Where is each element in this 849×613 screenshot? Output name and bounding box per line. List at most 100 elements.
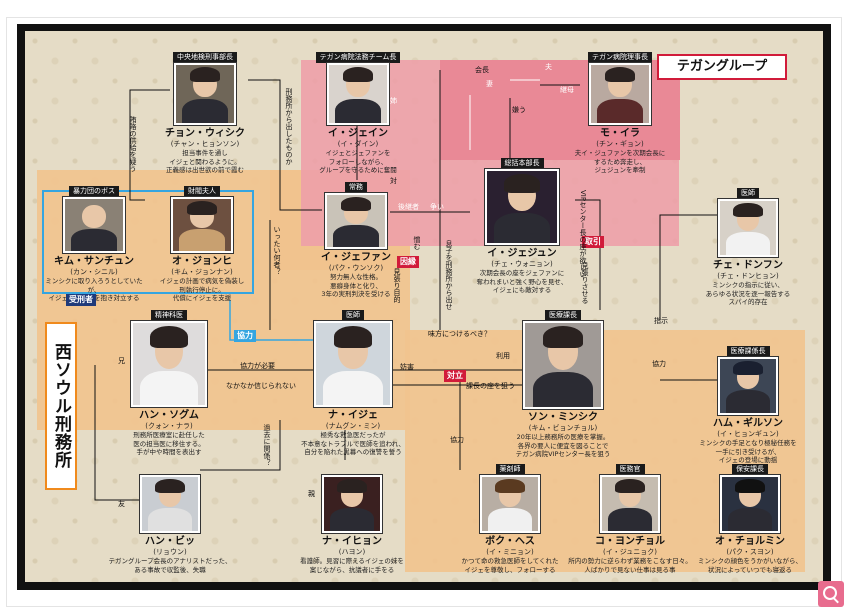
portrait-hanbit [140,475,200,533]
character-name: ボク・ヘス [485,536,535,547]
actor-name: (チン・ギョン) [596,140,644,148]
character-name: チェ・ドンフン [713,260,783,271]
rival-tag: 因縁 [397,256,419,268]
role-badge: 保安課長 [732,464,768,475]
relation-label: 刑務所から出したものか [285,88,293,165]
actor-name: (イ・ダイン) [337,140,379,148]
character-name: イ・ジェファン [321,252,391,263]
character-desc: 次期会長の座をジェファンに 奪われまいと強く野心を見せ、 イジェにも敵対する [476,269,568,294]
character-mora: テガン病院理事長 モ・イラ (チン・ギョン) 夫イ・ジュファンを次期会長に する… [560,44,680,175]
character-desc: 努力無人な性格。 悪癖身体と化り、 3年の実刑判決を受ける [321,273,391,298]
actor-name: (キム・ビョンチョル) [528,424,598,432]
portrait-naije [314,321,392,407]
relation-label: 憎む [413,236,421,250]
actor-name: (クォン・ナラ) [145,422,193,430]
relation-label: 姉 [390,97,397,105]
character-name: コ・ヨンチョル [595,536,665,547]
relation-label: 嫌う [512,106,526,114]
character-name: オ・チョルミン [715,536,785,547]
actor-name: (パク・スヨン) [726,548,774,556]
coop-tag: 協力 [234,330,256,342]
character-bok: 薬剤師 ボク・ヘス (イ・ミニョン) かつて命の救急医師をしてくれた イジェを尊… [448,456,572,574]
portrait-mora [589,63,651,125]
zoom-button[interactable] [818,581,844,607]
character-desc: ミンシクの指示に従い、 あらゆる状況を逐一報告する スパイ的存在 [705,281,791,306]
character-ham: 医療課係長 ハム・ギルソン (イ・ヒョンギュン) ミンシクの手足となり極秘任務を… [698,338,798,465]
role-badge: 医師 [737,188,759,199]
relation-label: 見張りさせる [581,262,589,304]
role-badge: 医師 [342,310,364,321]
character-desc: 夫イ・ジュファンを次期会長に するため奔走し、 ジュジュンを牽制 [574,149,666,174]
portrait-han [131,321,207,407]
role-badge: 医務官 [615,464,645,475]
relation-label: 指示 [654,317,668,325]
role-badge: 精神科医 [151,310,187,321]
actor-name: (チェ・ドンヒョン) [717,272,779,280]
character-ijane: テガン病院法務チーム長 イ・ジェイン (イ・ダイン) イジェとジェファンを フォ… [298,44,418,175]
character-desc: 所内の勢力に逆らわず業務をこなす日々。 人ばかりで見ない仕事は見る事 [568,557,692,574]
portrait-ham [718,357,778,415]
character-name: モ・イラ [600,128,640,139]
character-han: 精神科医 ハン・ソグム (クォン・ナラ) 刑務所医療室に赴任した 医の担当医に移… [110,302,228,457]
role-badge: 薬剤師 [495,464,525,475]
portrait-jaefan [325,193,387,249]
relation-label: 協力が必要 [240,362,275,370]
character-ko: 医務官 コ・ヨンチョル (イ・ジュニョク) 所内の勢力に逆らわず業務をこなす日々… [568,456,692,574]
character-chae: 医師 チェ・ドンフン (チェ・ドンヒョン) ミンシクの指示に従い、 あらゆる状況… [700,180,796,307]
character-desc: 看護師。見習に際えるイジェの妹を 案じながら、抗議者に手をる [300,557,404,574]
character-desc: 刑務所医療室に赴任した 医の担当医に移住する。 手が中や時間を表出す [133,431,205,456]
relation-label: 対 [390,177,397,185]
actor-name: (イ・ミニョン) [486,548,534,556]
link-ijoon-song [575,199,601,310]
relation-label: VIPセンター長の座が欲しい [579,190,587,279]
relation-label: 利用 [496,352,510,360]
character-name: ハン・ビッ [145,536,195,547]
character-hanbit: . ハン・ビッ (リョウン) テガングループ会長のアナリストだった、 ある事故で… [108,456,232,574]
relation-label: 味方につけるべき？ [428,330,491,338]
character-ijoon: 総括本部長 イ・ジェジュン (チェ・ウォニョン) 次期会長の座をジェファンに 奪… [460,150,584,295]
magnifier-icon [823,586,837,600]
relation-label: 課長の座を狙う [466,382,515,390]
relation-label: 会長 [475,66,489,74]
character-desc: 20年以上務務所の医療を掌握。 各界の要人に便宜を図ることで テガン病院VIPセ… [515,433,611,458]
character-desc: イジェとジェファンを フォローしながら、 グループを守るために奮闘 [319,149,397,174]
role-badge: 医療課長 [545,310,581,321]
relation-label: なかなか信じられない [226,382,296,390]
actor-name: (チェ・ウォニョン) [491,260,553,268]
role-badge: 中央地検刑事部長 [173,52,237,63]
actor-name: (イ・ヒョンギュン) [717,430,779,438]
character-desc: ミンシクの手足となり極秘任務を 一手に引き受けるが、 イジェの登場に動揺 [699,439,797,464]
character-desc: テガングループ会長のアナリストだった、 ある事故で収監後、失職 [108,557,232,574]
link-chung-jaefan [248,79,322,211]
inmate-group-box [42,190,254,294]
character-name: ナ・イジェ [328,410,378,421]
role-badge: 常務 [345,182,367,193]
portrait-chae [718,199,778,257]
actor-name: (ハヨン) [338,548,366,556]
role-badge: 暴力団のボス [69,186,119,197]
portrait-kim [63,197,125,253]
relation-label: 協力 [652,360,666,368]
link-chae-song [659,214,720,320]
actor-name: (キム・ジョンナン) [171,268,233,276]
relation-label: 後継者 [398,203,419,211]
relation-label: 妻 [486,80,493,88]
role-badge: テガン病院法務チーム長 [315,52,401,63]
character-naije: 医師 ナ・イジェ (ナムグン・ミン) 極秀な救急医だったが 不本意なトラブルで医… [290,302,416,457]
prison-title: 西ソウル刑務所 [45,322,77,490]
character-chung: 中央地検刑事部長 チョン・ウィシク (チャン・ヒョンソン) 担当事件を通し イジ… [140,44,270,175]
character-desc: 担当事件を通し イジェと関わるように。 正義感は出世欲の前で霞む [166,149,244,174]
deal-tag: 取引 [582,236,604,248]
relation-label: 過去に関係？ [263,424,271,466]
actor-name: (ナムグン・ミン) [325,422,381,430]
character-desc: ミンシクの顔色をうかがいながら、 状況によっていつでも寝返る [698,557,802,574]
portrait-oh [720,475,780,533]
character-ohjh: 財閥夫人 オ・ジョンヒ (キム・ジョンナン) イジェの計画で病気を偽装し 刑執行… [150,178,254,303]
portrait-ijoon [485,169,559,245]
portrait-chung [174,63,236,125]
character-song: 医療課長 ソン・ミンシク (キム・ビョンチョル) 20年以上務務所の医療を掌握。… [498,302,628,459]
portrait-nahyeon [322,475,382,533]
character-name: ナ・イヒョン [322,536,382,547]
character-desc: かつて命の救急医師をしてくれた イジェを尊敬し、フォローする [461,557,559,574]
character-name: イ・ジェイン [328,128,388,139]
